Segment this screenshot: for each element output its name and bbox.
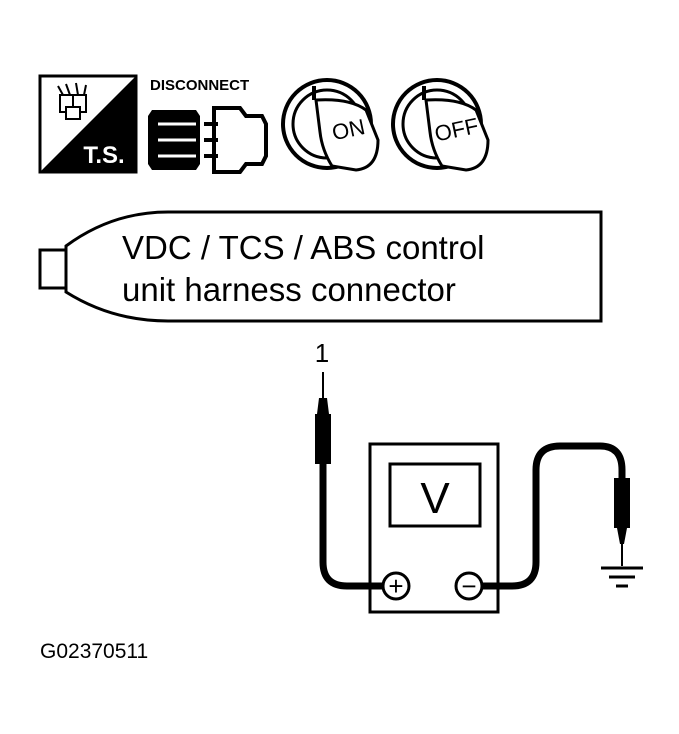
ignition-off-icon: OFF xyxy=(391,78,490,172)
ts-label: T.S. xyxy=(83,142,124,169)
negative-lead-wire xyxy=(482,442,626,590)
figure-id: G02370511 xyxy=(40,640,148,663)
ground-probe xyxy=(614,478,630,566)
ts-icon: T.S. xyxy=(38,74,138,174)
connector-label-line2: unit harness connector xyxy=(122,271,456,308)
disconnect-label: DISCONNECT xyxy=(150,77,249,94)
voltmeter: V + − xyxy=(368,442,500,614)
connector-label-line1: VDC / TCS / ABS control xyxy=(122,229,485,266)
negative-sign: − xyxy=(461,571,476,601)
ignition-on-icon: ON xyxy=(281,78,380,172)
harness-connector: VDC / TCS / ABS control unit harness con… xyxy=(38,210,603,323)
meter-label: V xyxy=(420,474,450,523)
positive-sign: + xyxy=(388,571,403,601)
positive-lead-wire xyxy=(319,464,383,590)
disconnect-icon: DISCONNECT xyxy=(148,77,268,174)
terminal-number: 1 xyxy=(315,338,329,368)
ground-icon xyxy=(601,566,643,588)
positive-probe: 1 xyxy=(315,338,331,464)
